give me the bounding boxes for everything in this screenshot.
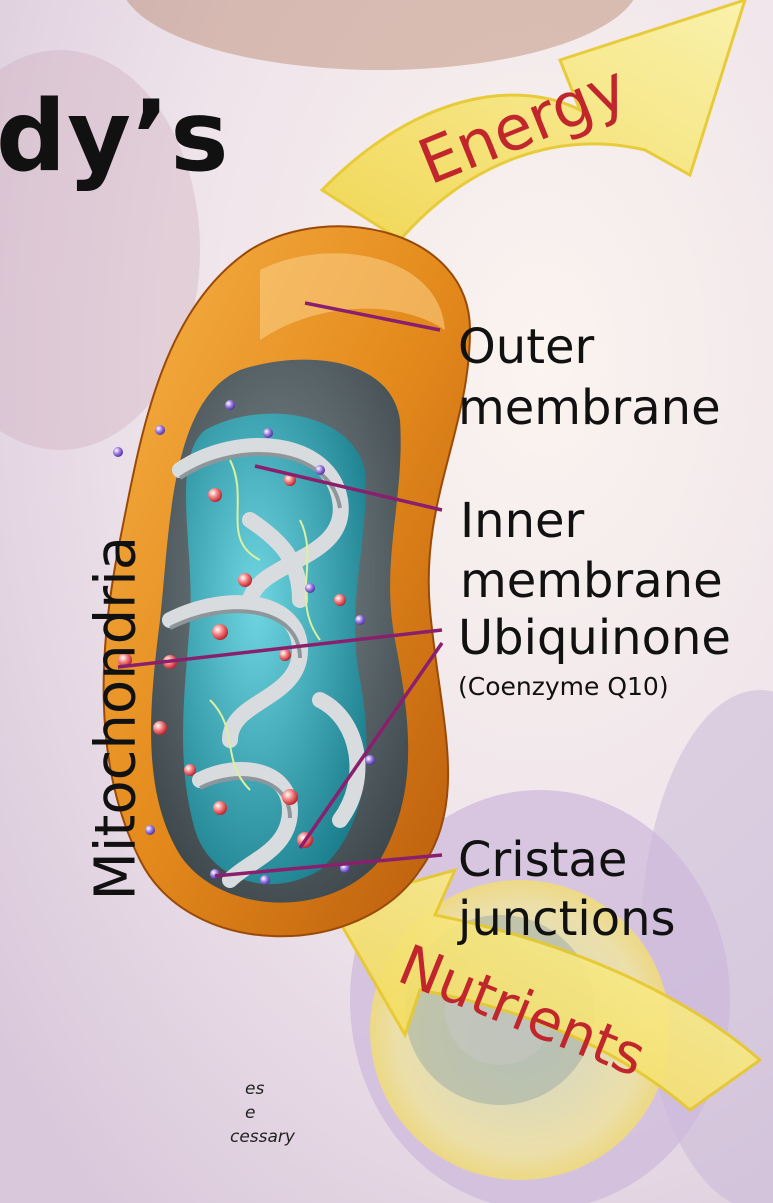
- cristae-label-line2: junctions: [458, 895, 676, 943]
- caption-line-2: e: [0, 1102, 320, 1126]
- mitochondria-label-text: Mitochondria: [84, 601, 149, 901]
- outer-membrane-label-line1: Outer: [458, 323, 594, 371]
- caption-fragment: es e cessary: [0, 1078, 320, 1149]
- inner-membrane-label-line2: membrane: [460, 557, 723, 605]
- page-title-fragment: dy’s: [0, 88, 230, 186]
- ubiquinone-sublabel: (Coenzyme Q10): [458, 674, 669, 699]
- caption-line-1: es: [0, 1078, 320, 1102]
- caption-line-3: cessary: [0, 1126, 320, 1150]
- outer-membrane-label-line2: membrane: [458, 384, 721, 432]
- inner-membrane-label-line1: Inner: [460, 497, 584, 545]
- ubiquinone-label: Ubiquinone: [458, 614, 731, 662]
- mitochondria-label: Mitochondria: [56, 596, 176, 896]
- cristae-label-line1: Cristae: [458, 836, 627, 884]
